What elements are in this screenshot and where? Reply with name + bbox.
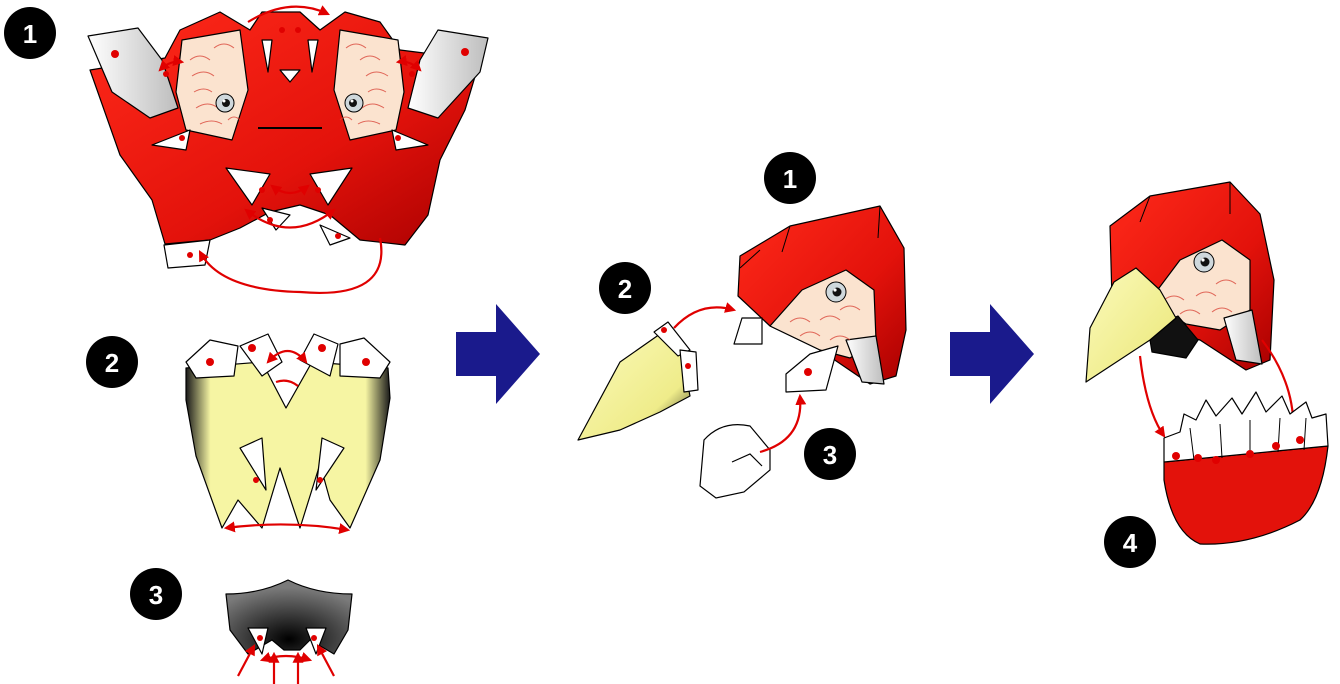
badge-mid-1: 1 xyxy=(764,152,816,204)
right-arrow-icon xyxy=(456,304,540,404)
head-assembled xyxy=(733,205,907,393)
right-arrow-icon xyxy=(950,304,1034,404)
beak-assembled xyxy=(577,302,737,441)
eye-left-icon xyxy=(215,93,235,113)
svg-text:2: 2 xyxy=(618,274,632,304)
svg-text:3: 3 xyxy=(823,440,837,470)
badge-mid-3: 3 xyxy=(804,428,856,480)
feather-lines-mid xyxy=(789,305,861,341)
feather-lines-right xyxy=(339,43,389,125)
badge-mid-2: 2 xyxy=(599,262,651,314)
badge-left-1: 1 xyxy=(4,7,56,59)
feather-lines-right-head xyxy=(1163,279,1237,315)
head-pattern-flat xyxy=(87,5,489,294)
eye-complete-icon xyxy=(1193,251,1215,273)
badge-right-4: 4 xyxy=(1104,516,1156,568)
lower-piece-flat xyxy=(225,579,353,684)
svg-text:2: 2 xyxy=(105,348,119,378)
svg-text:1: 1 xyxy=(783,164,797,194)
lower-piece-outline xyxy=(699,393,807,499)
eye-right-icon xyxy=(344,93,364,113)
svg-text:3: 3 xyxy=(149,580,163,610)
feather-lines-left xyxy=(189,43,241,125)
head-complete xyxy=(1085,181,1329,545)
svg-text:4: 4 xyxy=(1123,528,1138,558)
badge-left-2: 2 xyxy=(86,336,138,388)
eye-mid-icon xyxy=(825,281,847,303)
badge-left-3: 3 xyxy=(130,568,182,620)
svg-text:1: 1 xyxy=(23,19,37,49)
beak-pattern-flat xyxy=(185,333,391,534)
